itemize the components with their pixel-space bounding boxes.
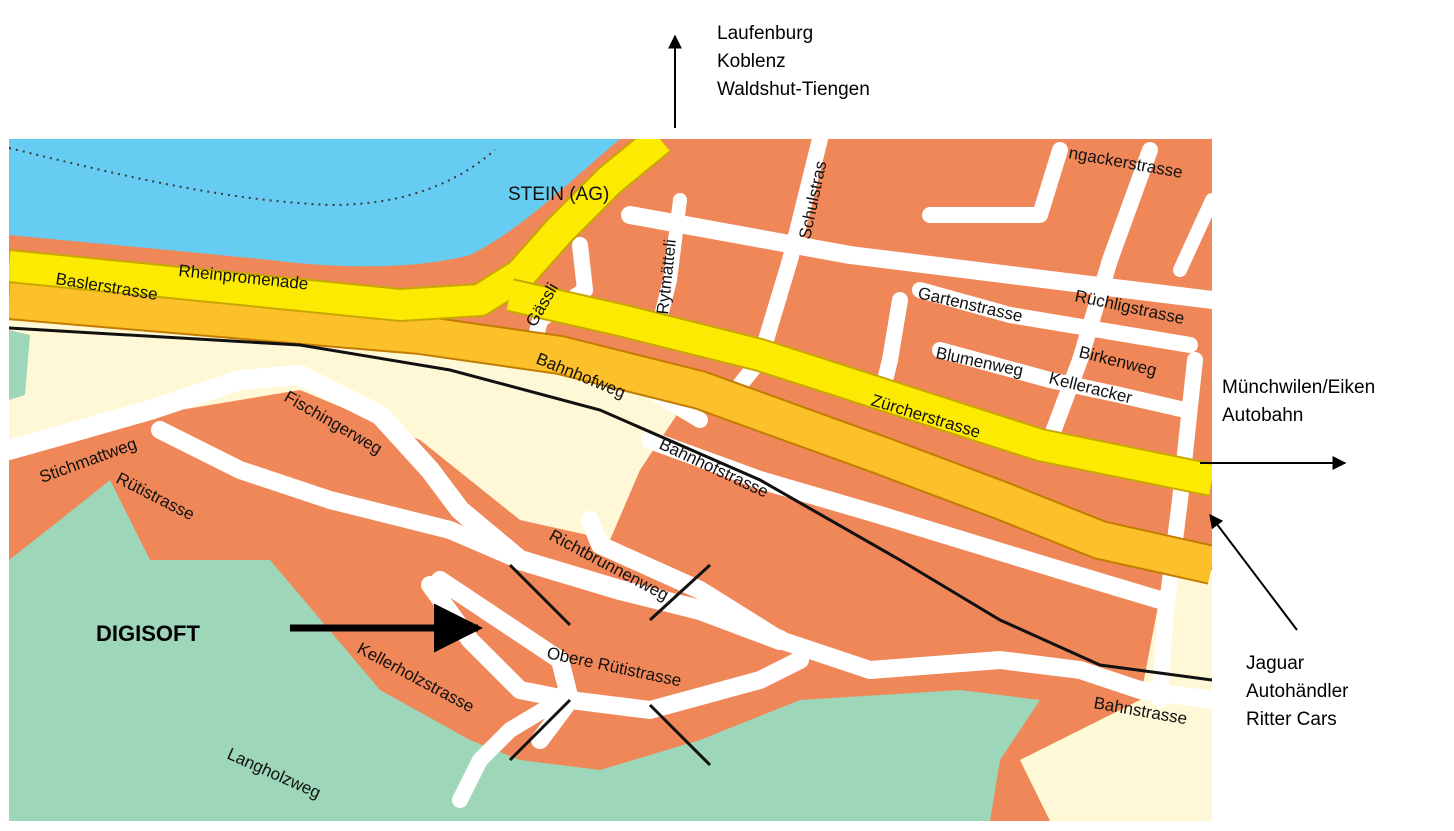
- dealer-ritter-cars: Ritter Cars: [1246, 709, 1337, 730]
- destination-laufenburg: Laufenburg: [717, 23, 814, 44]
- open-land: [9, 320, 700, 540]
- forest-area: [9, 480, 1040, 821]
- forest-west: [9, 330, 30, 400]
- destination-autobahn: Autobahn: [1222, 405, 1304, 426]
- destination-munchwilen-eiken: Münchwilen/Eiken: [1222, 377, 1376, 398]
- jaguar-arrow: [1209, 513, 1298, 631]
- jaguar-dealer-label: Jaguar Autohändler Ritter Cars: [1246, 650, 1348, 734]
- map-area: STEIN (AG) Rheinpromenade Baslerstrasse …: [9, 139, 1212, 821]
- east-destinations: Münchwilen/Eiken Autobahn: [1222, 374, 1375, 430]
- main-roads: [9, 139, 1212, 497]
- direction-arrows: [290, 34, 1347, 653]
- riverbank-dots: [9, 147, 496, 207]
- destination-waldshut-tiengen: Waldshut-Tiengen: [717, 79, 870, 100]
- north-destinations: Laufenburg Koblenz Waldshut-Tiengen: [717, 20, 870, 104]
- railway: [9, 326, 1212, 682]
- digisoft-marker-label: DIGISOFT: [96, 621, 200, 646]
- road-bahnhofstrasse-fill: [9, 282, 1212, 583]
- dealer-jaguar: Jaguar: [1246, 653, 1305, 674]
- road-closure-marks: [508, 563, 712, 767]
- destination-koblenz: Koblenz: [717, 51, 786, 72]
- place-label-stein: STEIN (AG): [508, 184, 609, 205]
- dealer-autohandler: Autohändler: [1246, 681, 1349, 702]
